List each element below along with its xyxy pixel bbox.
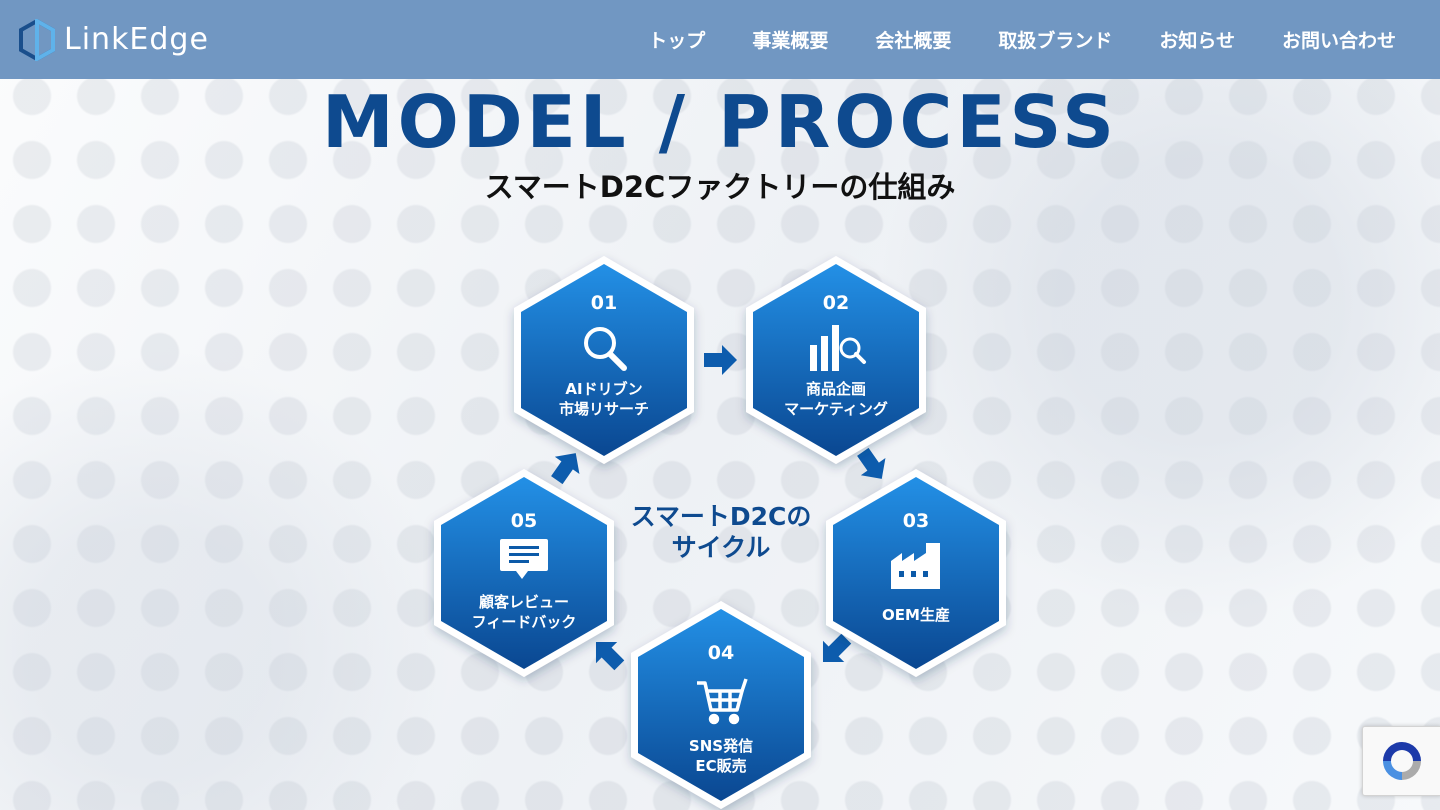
page-title: MODEL / PROCESS <box>321 80 1119 164</box>
step-number: 01 <box>591 292 617 314</box>
arrow-04-05 <box>595 641 625 671</box>
step-line2: EC販売 <box>695 757 746 775</box>
logo[interactable]: LinkEdge <box>18 18 209 61</box>
step-number: 03 <box>903 510 929 532</box>
nav-brands[interactable]: 取扱ブランド <box>998 30 1113 52</box>
step-line1: SNS発信 <box>689 737 753 755</box>
step-number: 05 <box>511 510 537 532</box>
step-number: 02 <box>823 292 849 314</box>
nav-company[interactable]: 会社概要 <box>875 30 952 52</box>
step-line1: AIドリブン <box>565 380 642 398</box>
magnifier-icon <box>584 327 627 371</box>
step-line2: フィードバック <box>472 613 577 631</box>
step-number: 04 <box>708 642 734 664</box>
nav-business[interactable]: 事業概要 <box>752 30 829 52</box>
step-05: 05 顧客レビュー フィードバック <box>434 469 614 677</box>
step-02: 02 商品企画 マーケティング <box>746 256 926 464</box>
recaptcha-icon <box>1383 742 1421 780</box>
step-line1: 顧客レビュー <box>479 593 569 611</box>
cycle-center-line1: スマートD2Cの <box>631 502 812 531</box>
nav-news[interactable]: お知らせ <box>1159 30 1235 52</box>
step-line1: OEM生産 <box>882 606 950 624</box>
step-line2: マーケティング <box>784 400 888 418</box>
logo-mark-icon <box>19 18 55 61</box>
step-04: 04 SNS発信 EC販売 <box>631 601 811 809</box>
step-01: 01 AIドリブン 市場リサーチ <box>514 256 694 464</box>
bar-chart-search-icon <box>810 325 866 371</box>
cycle-center-line2: サイクル <box>672 533 771 562</box>
nav-top[interactable]: トップ <box>648 30 706 52</box>
page-subtitle: スマートD2Cファクトリーの仕組み <box>484 170 956 204</box>
cycle-arrows <box>551 345 886 671</box>
step-line2: 市場リサーチ <box>559 400 649 418</box>
chat-bubble-icon <box>500 539 548 579</box>
arrow-01-02 <box>704 345 737 375</box>
arrow-03-04 <box>822 633 852 663</box>
shopping-cart-icon <box>697 678 748 725</box>
nav-contact[interactable]: お問い合わせ <box>1281 30 1396 52</box>
arrow-05-01 <box>551 453 580 485</box>
recaptcha-badge[interactable] <box>1362 726 1440 796</box>
step-03: 03 OEM生産 <box>826 469 1006 677</box>
step-line1: 商品企画 <box>806 380 866 398</box>
main-nav: トップ 事業概要 会社概要 取扱ブランド お知らせ お問い合わせ <box>648 26 1396 53</box>
arrow-02-03 <box>857 447 886 479</box>
factory-icon <box>891 543 940 589</box>
logo-text: LinkEdge <box>64 22 209 57</box>
site-header: LinkEdge トップ 事業概要 会社概要 取扱ブランド お知らせ お問い合わ… <box>0 0 1440 79</box>
